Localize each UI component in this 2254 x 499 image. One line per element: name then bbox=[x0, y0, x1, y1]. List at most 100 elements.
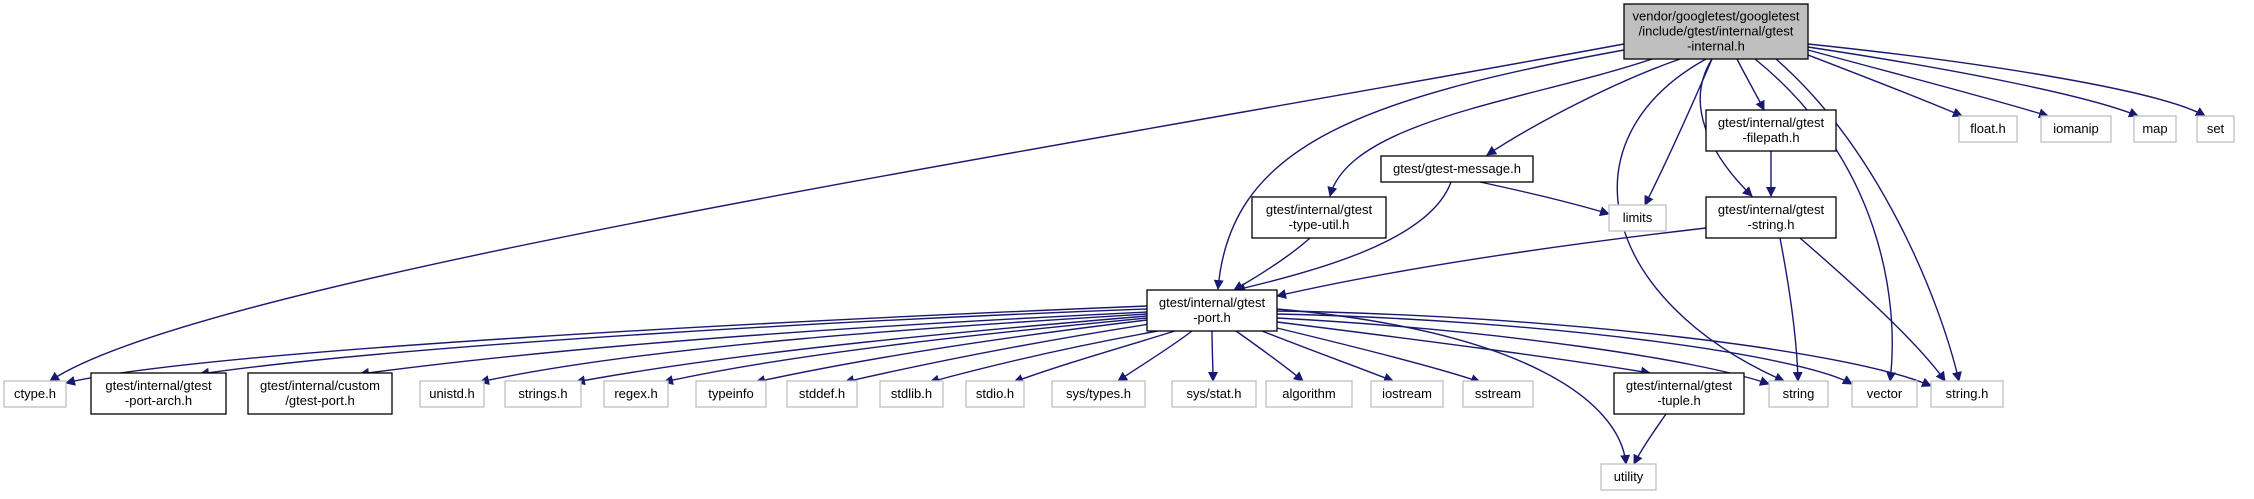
node-label: map bbox=[2142, 121, 2167, 136]
edge-port-to-stddef bbox=[844, 323, 1151, 385]
node-stdio[interactable]: stdio.h bbox=[965, 380, 1025, 408]
node-label: iostream bbox=[1382, 386, 1432, 401]
node-sys-stat[interactable]: sys/stat.h bbox=[1171, 380, 1257, 408]
node-iostream[interactable]: iostream bbox=[1370, 380, 1444, 408]
node-label: /gtest-port.h bbox=[285, 393, 354, 408]
node-algorithm[interactable]: algorithm bbox=[1265, 380, 1353, 408]
node-label: gtest/internal/gtest bbox=[1718, 115, 1825, 130]
edge-port-to-typeinfo bbox=[755, 319, 1148, 385]
node-vector[interactable]: vector bbox=[1851, 380, 1918, 408]
node-gtest-string[interactable]: gtest/internal/gtest-string.h bbox=[1705, 196, 1837, 239]
node-sys-types[interactable]: sys/types.h bbox=[1051, 380, 1146, 408]
edge-root-to-string-h bbox=[1775, 58, 1962, 382]
node-label: -port-arch.h bbox=[125, 393, 192, 408]
node-label: iomanip bbox=[2053, 121, 2099, 136]
edge-port-to-stdio bbox=[1013, 330, 1176, 384]
node-box bbox=[247, 372, 393, 415]
node-box bbox=[1251, 196, 1387, 239]
edge-root-to-filepath bbox=[1736, 58, 1765, 111]
node-box bbox=[1265, 380, 1353, 408]
node-label: gtest/gtest-message.h bbox=[1393, 161, 1521, 176]
edge-root-to-float-h bbox=[1807, 54, 1963, 118]
node-label: ctype.h bbox=[14, 386, 56, 401]
node-label: stdio.h bbox=[976, 386, 1014, 401]
node-label: strings.h bbox=[518, 386, 567, 401]
node-gtest-message[interactable]: gtest/gtest-message.h bbox=[1380, 155, 1534, 183]
node-label: vendor/googletest/googletest bbox=[1633, 9, 1800, 24]
node-limits[interactable]: limits bbox=[1608, 204, 1667, 232]
node-custom-port[interactable]: gtest/internal/custom/gtest-port.h bbox=[247, 372, 393, 415]
edge-port-to-algorithm bbox=[1235, 330, 1304, 382]
node-label: limits bbox=[1623, 210, 1653, 225]
edge-port-to-string-h bbox=[1276, 310, 1932, 387]
node-port[interactable]: gtest/internal/gtest-port.h bbox=[1146, 289, 1278, 332]
node-label: unistd.h bbox=[429, 386, 475, 401]
node-utility[interactable]: utility bbox=[1600, 463, 1657, 491]
node-strings-h[interactable]: strings.h bbox=[504, 380, 582, 408]
edge-tuple-to-utility bbox=[1633, 413, 1667, 465]
node-label: float.h bbox=[1970, 121, 2005, 136]
node-box bbox=[965, 380, 1025, 408]
file-nodes: vendor/googletest/googletest/include/gte… bbox=[3, 3, 2235, 491]
node-label: -string.h bbox=[1748, 217, 1795, 232]
node-type-util[interactable]: gtest/internal/gtest-type-util.h bbox=[1251, 196, 1387, 239]
node-label: gtest/internal/gtest bbox=[1159, 295, 1266, 310]
node-tuple[interactable]: gtest/internal/gtest-tuple.h bbox=[1613, 372, 1745, 415]
node-box bbox=[1146, 289, 1278, 332]
edge-root-to-set bbox=[1807, 43, 2206, 117]
node-stddef[interactable]: stddef.h bbox=[786, 380, 858, 408]
node-box bbox=[786, 380, 858, 408]
node-ctype[interactable]: ctype.h bbox=[3, 380, 67, 408]
node-label: vector bbox=[1867, 386, 1903, 401]
edge-gtest-string-to-string-h bbox=[1799, 237, 1946, 382]
node-label: sstream bbox=[1475, 386, 1521, 401]
node-label: /include/gtest/internal/gtest bbox=[1639, 24, 1794, 39]
node-label: gtest/internal/gtest bbox=[1626, 378, 1733, 393]
node-box bbox=[1051, 380, 1146, 408]
edge-gtest-message-to-limits bbox=[1479, 181, 1610, 217]
node-sstream[interactable]: sstream bbox=[1462, 380, 1534, 408]
node-box bbox=[1462, 380, 1534, 408]
node-map[interactable]: map bbox=[2133, 115, 2177, 143]
node-label: regex.h bbox=[614, 386, 657, 401]
node-box bbox=[1623, 3, 1809, 60]
node-label: -type-util.h bbox=[1289, 217, 1350, 232]
node-label: -tuple.h bbox=[1657, 393, 1700, 408]
node-iomanip[interactable]: iomanip bbox=[2040, 115, 2112, 143]
node-label: sys/stat.h bbox=[1187, 386, 1242, 401]
node-float-h[interactable]: float.h bbox=[1958, 115, 2018, 143]
edge-port-to-sstream bbox=[1276, 327, 1481, 384]
node-port-arch[interactable]: gtest/internal/gtest-port-arch.h bbox=[90, 372, 227, 415]
node-box bbox=[1705, 109, 1837, 152]
node-string[interactable]: string bbox=[1768, 380, 1829, 408]
node-string-h[interactable]: string.h bbox=[1930, 380, 2004, 408]
edge-port-to-unistd bbox=[479, 313, 1148, 385]
edge-root-to-ctype bbox=[49, 43, 1625, 382]
node-root: vendor/googletest/googletest/include/gte… bbox=[1623, 3, 1809, 60]
node-typeinfo[interactable]: typeinfo bbox=[695, 380, 767, 408]
node-regex[interactable]: regex.h bbox=[603, 380, 669, 408]
edge-port-to-ctype bbox=[65, 305, 1148, 386]
edge-port-to-sys-stat bbox=[1207, 330, 1218, 382]
node-box bbox=[1705, 196, 1837, 239]
edge-type-util-to-port bbox=[1233, 237, 1311, 291]
node-stdlib[interactable]: stdlib.h bbox=[879, 380, 944, 408]
node-box bbox=[1613, 372, 1745, 415]
node-unistd[interactable]: unistd.h bbox=[419, 380, 485, 408]
node-filepath[interactable]: gtest/internal/gtest-filepath.h bbox=[1705, 109, 1837, 152]
node-box bbox=[1768, 380, 1829, 408]
node-box bbox=[1851, 380, 1918, 408]
node-set[interactable]: set bbox=[2196, 115, 2235, 143]
node-label: -internal.h bbox=[1687, 39, 1745, 54]
node-label: stdlib.h bbox=[891, 386, 932, 401]
edge-gtest-string-to-port bbox=[1276, 227, 1707, 299]
node-box bbox=[419, 380, 485, 408]
edge-port-to-regex bbox=[663, 317, 1148, 385]
edge-port-to-tuple bbox=[1276, 321, 1651, 377]
edge-root-to-vector bbox=[1754, 58, 1897, 382]
node-box bbox=[695, 380, 767, 408]
edge-root-to-map bbox=[1807, 46, 2139, 118]
node-label: gtest/internal/gtest bbox=[1718, 202, 1825, 217]
node-box bbox=[1608, 204, 1667, 232]
